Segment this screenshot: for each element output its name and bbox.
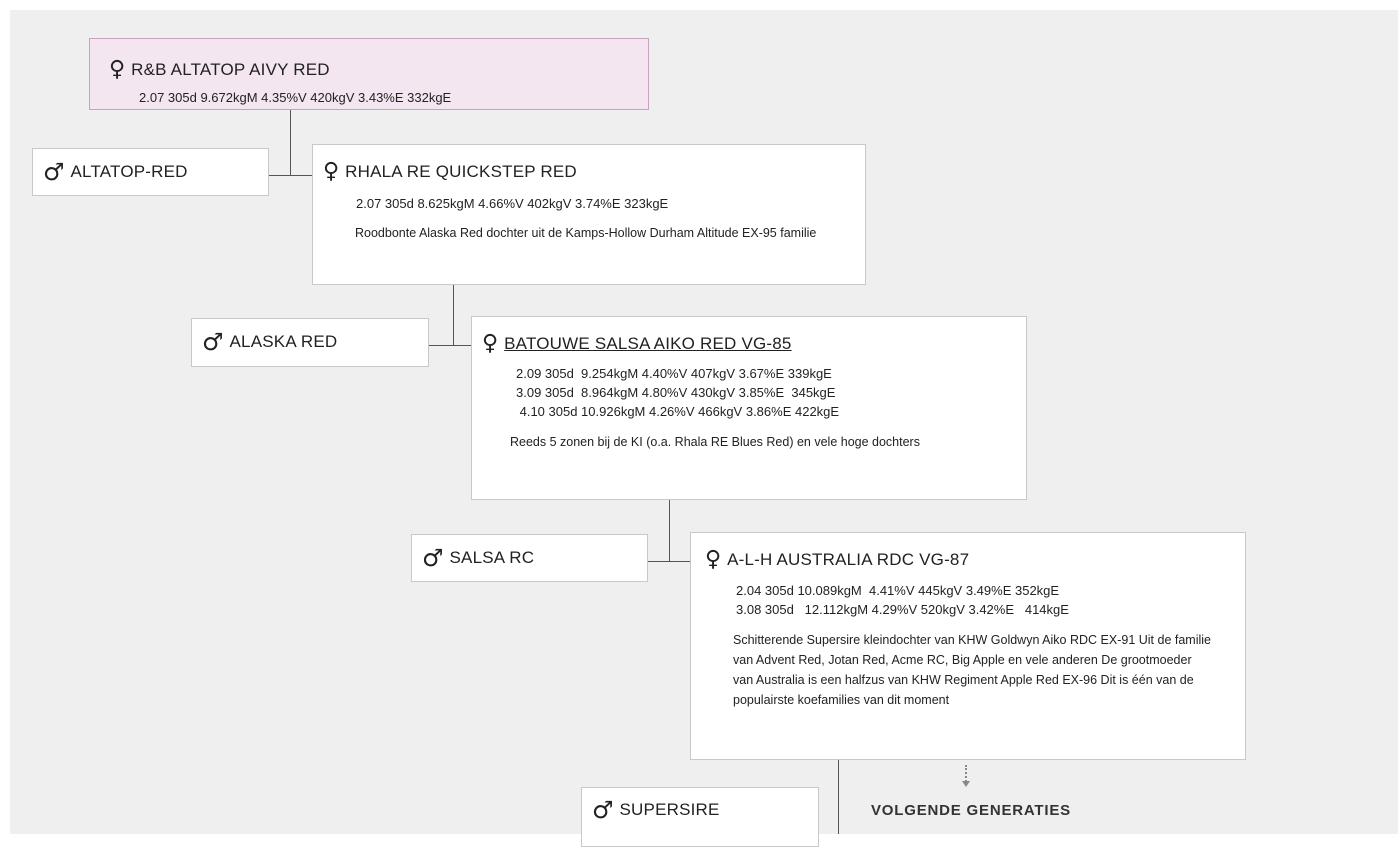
- male-icon: ♂: [422, 544, 444, 572]
- connector-line: [269, 175, 312, 176]
- sire-card-gen5[interactable]: ♂ SUPERSIRE: [581, 787, 819, 847]
- connector-line: [453, 285, 454, 346]
- sire-name: ALTATOP-RED: [70, 162, 188, 181]
- dam-name: RHALA RE QUICKSTEP RED: [345, 162, 577, 181]
- dam-card-gen3[interactable]: ♀ BATOUWE SALSA AIKO RED VG-85 2.09 305d…: [471, 316, 1027, 500]
- dam-stats-row: 3.09 305d 8.964kgM 4.80%V 430kgV 3.85%E …: [516, 385, 836, 400]
- dam-stats-row: 2.04 305d 10.089kgM 4.41%V 445kgV 3.49%E…: [736, 583, 1060, 598]
- connector-line: [648, 561, 690, 562]
- dam-name: R&B ALTATOP AIVY RED: [131, 60, 330, 79]
- dam-stats: 2.07 305d 9.672kgM 4.35%V 420kgV 3.43%E …: [139, 90, 452, 105]
- pedigree-canvas: ♀ R&B ALTATOP AIVY RED 2.07 305d 9.672kg…: [10, 10, 1398, 847]
- sire-card-gen2[interactable]: ♂ ALTATOP-RED: [32, 148, 269, 196]
- female-icon: ♀: [482, 331, 499, 356]
- dam-description: Roodbonte Alaska Red dochter uit de Kamp…: [355, 226, 817, 240]
- connector-line: [429, 345, 471, 346]
- sire-card-gen3[interactable]: ♂ ALASKA RED: [191, 318, 429, 367]
- dam-card-gen4[interactable]: ♀ A-L-H AUSTRALIA RDC VG-87 2.04 305d 10…: [690, 532, 1246, 760]
- arrow-down-icon: [962, 781, 970, 787]
- dam-name: A-L-H AUSTRALIA RDC VG-87: [727, 550, 970, 569]
- next-generations-link[interactable]: VOLGENDE GENERATIES: [871, 802, 1071, 819]
- dam-description: Schitterende Supersire kleindochter van …: [733, 633, 1211, 707]
- sire-card-gen4[interactable]: ♂ SALSA RC: [411, 534, 648, 582]
- dam-card-gen1[interactable]: ♀ R&B ALTATOP AIVY RED 2.07 305d 9.672kg…: [89, 38, 649, 110]
- dam-name-link[interactable]: BATOUWE SALSA AIKO RED VG-85: [504, 334, 792, 353]
- sire-name: ALASKA RED: [229, 332, 338, 351]
- dam-stats-row: 2.09 305d 9.254kgM 4.40%V 407kgV 3.67%E …: [516, 366, 832, 381]
- male-icon: ♂: [592, 796, 614, 824]
- sire-name: SALSA RC: [449, 548, 535, 567]
- female-icon: ♀: [705, 547, 722, 572]
- connector-line: [290, 110, 291, 176]
- dam-stats-row: 3.08 305d 12.112kgM 4.29%V 520kgV 3.42%E…: [736, 602, 1069, 617]
- male-icon: ♂: [202, 328, 224, 356]
- dam-description: Reeds 5 zonen bij de KI (o.a. Rhala RE B…: [510, 435, 920, 449]
- dam-stats-row: 4.10 305d 10.926kgM 4.26%V 466kgV 3.86%E…: [516, 404, 840, 419]
- female-icon: ♀: [323, 159, 340, 184]
- male-icon: ♂: [43, 158, 65, 186]
- dam-card-gen2[interactable]: ♀ RHALA RE QUICKSTEP RED 2.07 305d 8.625…: [312, 144, 866, 285]
- female-icon: ♀: [109, 57, 126, 82]
- connector-line: [838, 760, 839, 834]
- dam-stats: 2.07 305d 8.625kgM 4.66%V 402kgV 3.74%E …: [356, 196, 669, 211]
- next-generations-arrow: [965, 765, 967, 782]
- sire-name: SUPERSIRE: [619, 800, 720, 819]
- connector-line: [669, 500, 670, 562]
